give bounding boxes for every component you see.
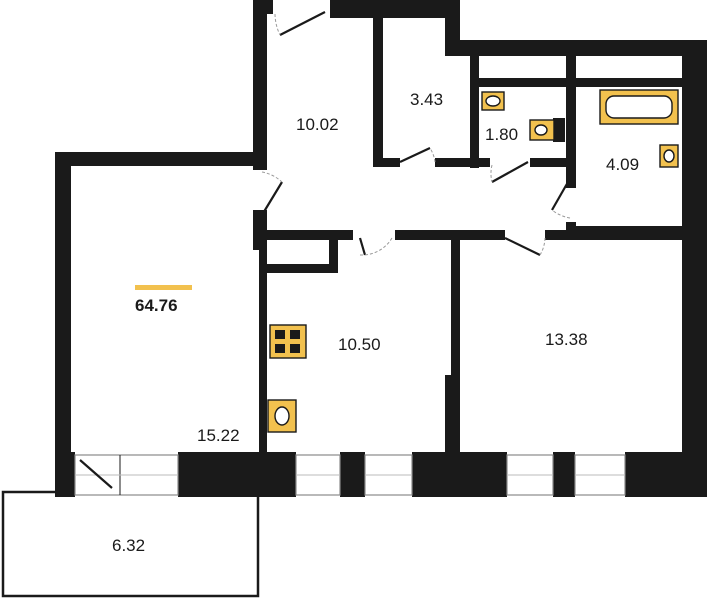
bathtub-icon — [599, 89, 679, 125]
doors — [79, 11, 573, 489]
sink-icon — [659, 144, 679, 168]
stove-icon — [269, 324, 307, 359]
room-area-kitchen: 10.50 — [338, 335, 381, 354]
walls — [55, 0, 707, 497]
sink-icon — [267, 399, 297, 433]
total-area-bar — [135, 285, 192, 290]
room-area-living-room: 15.22 — [197, 426, 240, 445]
balcony-outline — [1, 490, 260, 598]
windows — [74, 454, 626, 496]
room-area-storage: 3.43 — [410, 90, 443, 109]
room-area-bathroom: 4.09 — [606, 155, 639, 174]
sink-icon — [481, 91, 505, 111]
room-area-toilet: 1.80 — [485, 125, 518, 144]
total-area: 64.76 — [135, 296, 178, 315]
room-area-balcony: 6.32 — [112, 536, 145, 555]
room-area-bedroom: 13.38 — [545, 330, 588, 349]
room-area-hallway: 10.02 — [296, 115, 339, 134]
toilet-icon — [529, 118, 565, 142]
